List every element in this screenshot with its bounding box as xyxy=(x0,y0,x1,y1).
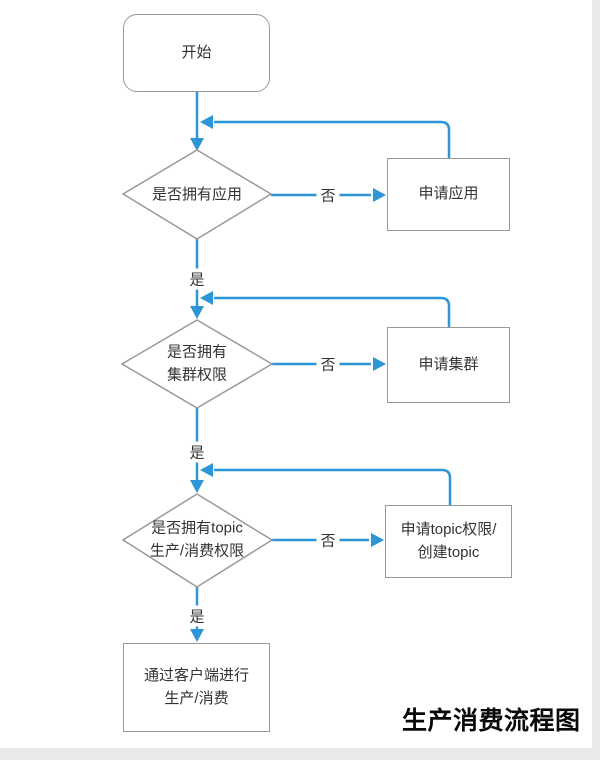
edge-label-yes-cluster: 是 xyxy=(185,441,209,463)
decision-cluster-label: 是否拥有 集群权限 xyxy=(167,342,227,387)
end-node-line1: 通过客户端进行 xyxy=(143,667,249,684)
process-apply-app-node: 申请应用 xyxy=(387,158,510,231)
diagram-title: 生产消费流程图 xyxy=(402,707,581,735)
decision-cluster-line2: 集群权限 xyxy=(166,366,228,383)
edge-label-yes-app: 是 xyxy=(185,268,209,290)
end-node-line2: 生产/消费 xyxy=(164,689,229,707)
decision-topic-line1: 是否拥有topic xyxy=(151,519,243,537)
edge-label-no-cluster: 否 xyxy=(316,353,340,375)
start-node: 开始 xyxy=(123,14,270,92)
decision-topic-label: 是否拥有topic 生产/消费权限 xyxy=(150,518,244,563)
start-node-label: 开始 xyxy=(181,43,212,61)
edge-label-no-topic: 否 xyxy=(316,529,340,551)
decision-topic-line2: 生产/消费权限 xyxy=(149,542,245,559)
process-apply-topic-line2: 创建topic xyxy=(417,543,480,561)
process-apply-topic-node: 申请topic权限/ 创建topic xyxy=(385,505,512,578)
process-apply-app-label: 申请应用 xyxy=(418,185,479,203)
process-apply-cluster-node: 申请集群 xyxy=(387,327,510,403)
process-apply-cluster-label: 申请集群 xyxy=(418,355,479,373)
decision-app-label: 是否拥有应用 xyxy=(151,185,243,203)
end-node: 通过客户端进行 生产/消费 xyxy=(123,643,270,732)
decision-cluster-line1: 是否拥有 xyxy=(166,343,228,361)
edge-label-no-app: 否 xyxy=(316,184,340,206)
process-apply-topic-line1: 申请topic权限/ xyxy=(400,521,497,538)
edge-label-yes-topic: 是 xyxy=(185,605,209,627)
